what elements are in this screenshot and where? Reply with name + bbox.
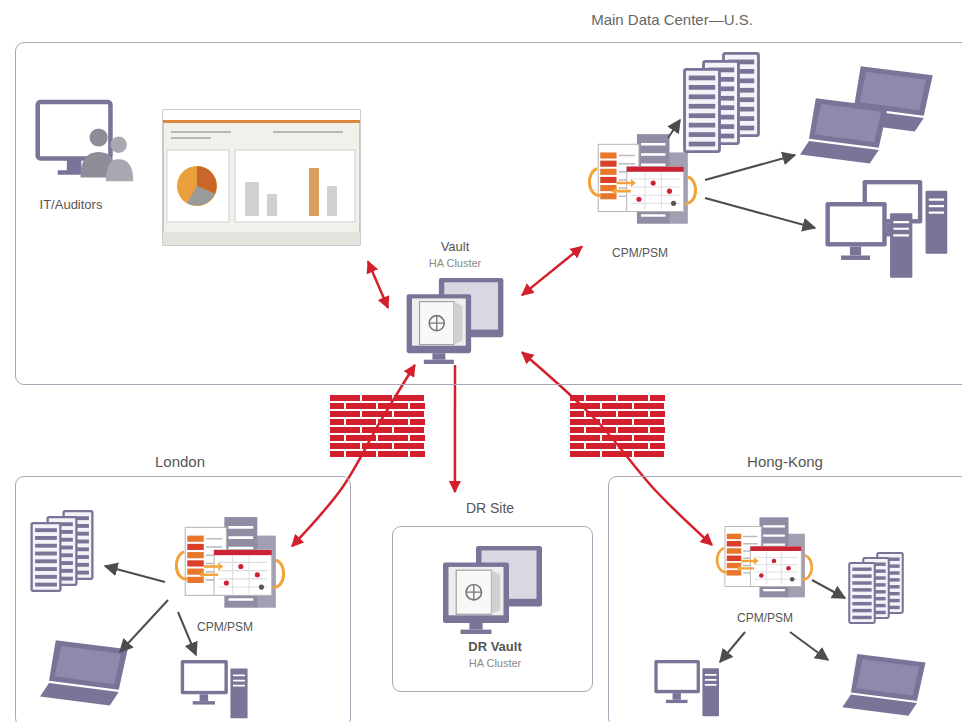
region: Hong-KongCPM/PSM [608, 452, 962, 722]
region-border [608, 476, 962, 722]
vault-icon [407, 278, 504, 364]
server-icon [32, 53, 903, 623]
cpm-psm-server: CPM/PSM [582, 125, 700, 268]
node-sublabel: HA Cluster [469, 657, 522, 670]
secure-link-arrow [292, 365, 415, 546]
firewall [330, 395, 665, 457]
node-label: IT/Auditors [40, 198, 103, 213]
region: DR Site DR Vault HA Cluster [392, 492, 593, 692]
node-label: DR Site [466, 500, 514, 516]
laptop-icon [40, 66, 933, 716]
region-border [15, 476, 351, 722]
auditor-icon [38, 102, 133, 181]
node-sublabel: HA Cluster [429, 257, 482, 270]
cpm-psm-server: CPM/PSM [170, 515, 292, 640]
node-label: London [155, 453, 205, 470]
node-label: CPM/PSM [612, 247, 668, 261]
device-arrow [105, 120, 845, 662]
region: Main Data Center—U.S. IT/AuditorsVault HA … [15, 5, 962, 385]
region: LondonCPM/PSM [15, 452, 351, 722]
node-label: CPM/PSM [197, 621, 253, 635]
vault-cluster: DR Vault HA Cluster [430, 540, 560, 680]
secure-link-arrow [368, 262, 388, 308]
secure-link-arrow [522, 352, 712, 545]
cpm-psm-server: CPM/PSM [712, 515, 815, 635]
dashboard-screenshot [163, 110, 360, 245]
dr-vault-icon [443, 546, 542, 634]
node-label: Hong-Kong [747, 453, 823, 470]
cpm-psm-icon [176, 134, 812, 608]
desktop-icon [181, 180, 948, 718]
node-label: Vault [441, 240, 470, 255]
node-label: Main Data Center—U.S. [591, 11, 753, 28]
secure-link-arrow [522, 247, 582, 296]
node-label: DR Vault [468, 640, 521, 655]
vault-cluster: Vault HA Cluster [388, 238, 522, 365]
user-group: IT/Auditors [22, 95, 368, 280]
node-label: CPM/PSM [737, 612, 793, 626]
region-border [15, 42, 962, 385]
